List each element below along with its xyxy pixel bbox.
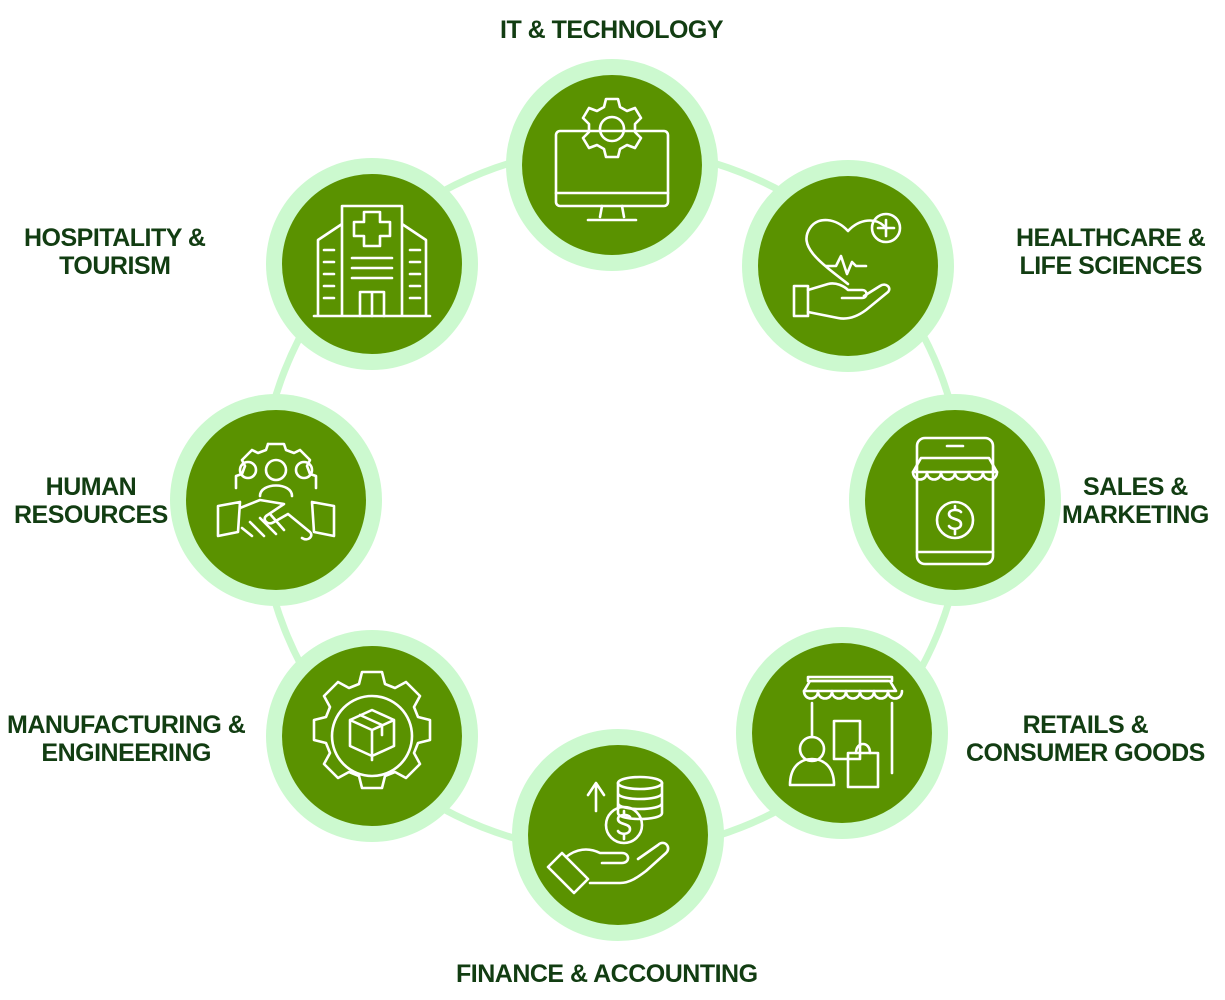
label-line: MANUFACTURING & — [7, 711, 246, 739]
label-line: ENGINEERING — [41, 739, 211, 767]
node-it-technology — [506, 59, 718, 271]
label-line: HUMAN — [45, 473, 137, 501]
label-line: HOSPITALITY & — [24, 224, 206, 252]
heart-hand-icon — [792, 212, 902, 320]
node-finance — [512, 729, 724, 941]
hand-coins-icon — [546, 775, 670, 895]
label-line: IT & TECHNOLOGY — [500, 16, 724, 44]
node-circle — [186, 410, 366, 590]
label-manufacturing: MANUFACTURING & ENGINEERING — [7, 711, 246, 767]
label-retail: RETAILS & CONSUMER GOODS — [966, 711, 1205, 767]
label-line: HEALTHCARE & — [1016, 224, 1206, 252]
gear-box-icon — [312, 670, 432, 790]
computer-gear-icon — [554, 97, 670, 222]
node-manufacturing — [266, 630, 478, 842]
hospital-building-icon — [312, 204, 432, 318]
handshake-team-icon — [216, 442, 336, 541]
label-hospitality: HOSPITALITY & TOURISM — [24, 224, 206, 280]
node-circle — [865, 410, 1045, 590]
label-line: RETAILS & — [1022, 711, 1149, 739]
node-retail — [736, 627, 948, 839]
label-line: CONSUMER GOODS — [966, 739, 1205, 767]
label-human-resources: HUMAN RESOURCES — [14, 473, 168, 529]
node-human-resources — [170, 394, 382, 606]
label-healthcare: HEALTHCARE & LIFE SCIENCES — [1016, 224, 1206, 280]
label-line: SALES & — [1083, 473, 1188, 501]
mobile-shop-icon — [911, 436, 999, 566]
node-circle — [522, 75, 702, 255]
label-line: TOURISM — [59, 252, 171, 280]
node-circle — [282, 174, 462, 354]
store-shopper-icon — [788, 675, 904, 789]
label-line: LIFE SCIENCES — [1019, 252, 1202, 280]
label-line: MARKETING — [1062, 501, 1209, 529]
node-healthcare — [742, 160, 954, 372]
label-sales-marketing: SALES & MARKETING — [1062, 473, 1209, 529]
node-circle — [752, 643, 932, 823]
node-sales-marketing — [849, 394, 1061, 606]
node-circle — [528, 745, 708, 925]
node-circle — [758, 176, 938, 356]
label-it-technology: IT & TECHNOLOGY — [500, 16, 724, 44]
label-line: FINANCE & ACCOUNTING — [456, 960, 758, 988]
label-finance: FINANCE & ACCOUNTING — [456, 960, 758, 988]
label-line: RESOURCES — [14, 501, 168, 529]
node-hospitality — [266, 158, 478, 370]
